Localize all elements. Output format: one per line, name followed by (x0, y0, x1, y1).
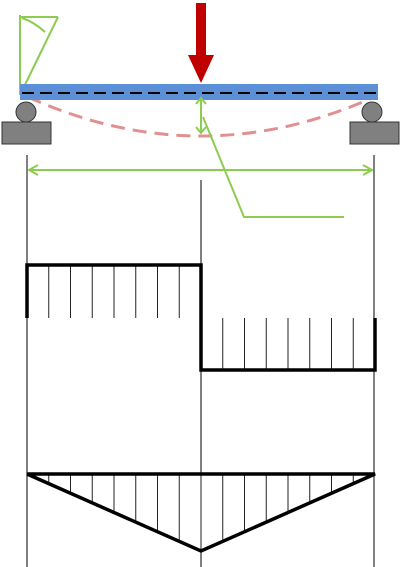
bending-moment-diagram (26, 472, 376, 553)
pin-support-icon (1, 101, 52, 145)
shear-force-diagram (25, 263, 377, 372)
span-dimension (26, 164, 375, 176)
shear-force-outline (25, 263, 377, 372)
bending-moment-hatching (48, 474, 354, 551)
down-arrow-icon (188, 3, 214, 83)
roller-support-icon (349, 101, 400, 145)
bending-moment-outline (26, 472, 376, 553)
shear-force-hatching (48, 265, 354, 370)
rotation-angle-annotation (19, 15, 59, 96)
deflected-shape-curve (27, 95, 375, 138)
deflection-annotation (195, 96, 344, 218)
beam (20, 84, 378, 100)
